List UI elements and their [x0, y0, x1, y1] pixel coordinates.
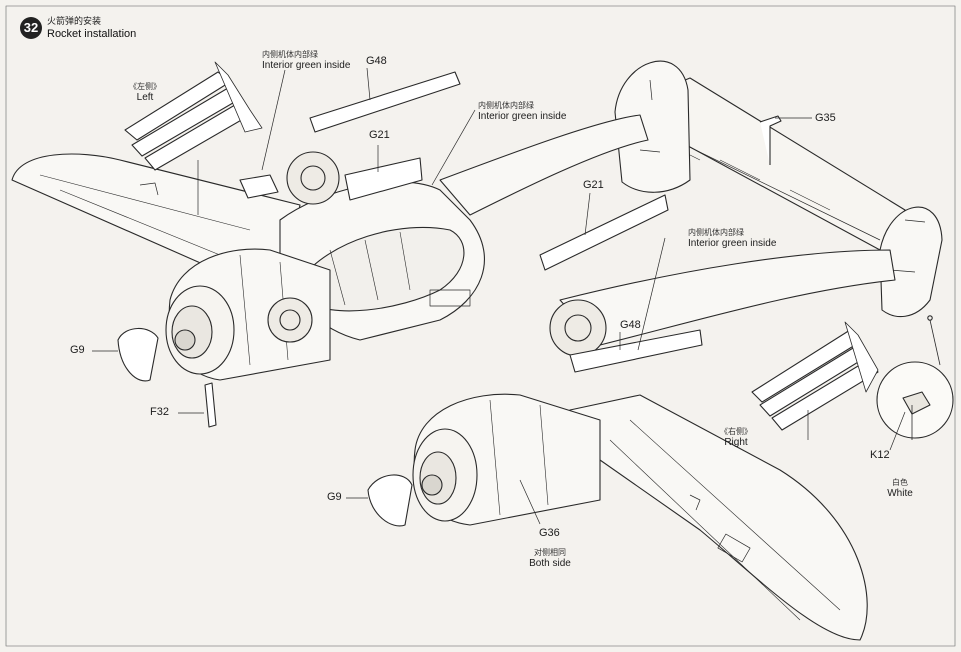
rocket-launcher-right [751, 321, 879, 431]
callout-left-side: 《左侧》 Left [129, 82, 161, 103]
gear-door-g48-mid [569, 329, 703, 373]
part-label-f32: F32 [150, 406, 169, 418]
part-label-k12: K12 [870, 449, 890, 461]
part-label-g48-top: G48 [366, 55, 387, 67]
rocket-launcher-left [124, 61, 263, 171]
tail-fin-right [879, 206, 943, 318]
callout-right-side: 《右侧》 Right [720, 427, 752, 448]
part-label-g21-top: G21 [369, 129, 390, 141]
callout-interior-green-1: 内侧机体内部绿 Interior green inside [262, 50, 351, 71]
part-label-g48-mid: G48 [620, 319, 641, 331]
part-label-g21-mid: G21 [583, 179, 604, 191]
page-border [5, 5, 956, 647]
central-nacelle [279, 181, 485, 341]
step-number-badge: 32 [20, 17, 42, 39]
right-wing [569, 394, 868, 641]
part-g9-bottom-cover [367, 474, 413, 527]
gear-door-g48-top [309, 71, 461, 133]
tail-fin-rear [614, 60, 691, 193]
callout-both-side: 对侧相同 Both side [529, 548, 571, 569]
tail-boom-right [559, 249, 896, 346]
part-g9-left-cover [117, 327, 159, 382]
step-title-cn: 火箭弹的安装 [47, 16, 102, 26]
callout-white: 白色 White [887, 478, 913, 499]
leader-lines [92, 67, 906, 525]
left-engine-nacelle [165, 248, 331, 381]
part-label-g35: G35 [815, 112, 836, 124]
right-engine-nacelle [412, 299, 607, 526]
step-title-en: Rocket installation [47, 28, 137, 40]
part-f32 [204, 382, 217, 428]
gear-door-g21-mid [539, 194, 669, 271]
part-label-g9-bottom: G9 [327, 491, 342, 503]
left-wing [11, 153, 301, 266]
gear-door-g21-top [344, 157, 423, 201]
part-label-g9-left: G9 [70, 344, 85, 356]
part-label-g36: G36 [539, 527, 560, 539]
callout-interior-green-3: 内侧机体内部绿 Interior green inside [688, 228, 777, 249]
nose-wheel [286, 151, 340, 205]
callout-interior-green-2: 内侧机体内部绿 Interior green inside [478, 101, 567, 122]
part-g35 [759, 115, 782, 165]
step-heading: 火箭弹的安装 Rocket installation [47, 16, 136, 41]
detail-magnifier [876, 315, 954, 440]
tail-boom-left [439, 114, 649, 216]
part-small-panel [239, 174, 279, 199]
